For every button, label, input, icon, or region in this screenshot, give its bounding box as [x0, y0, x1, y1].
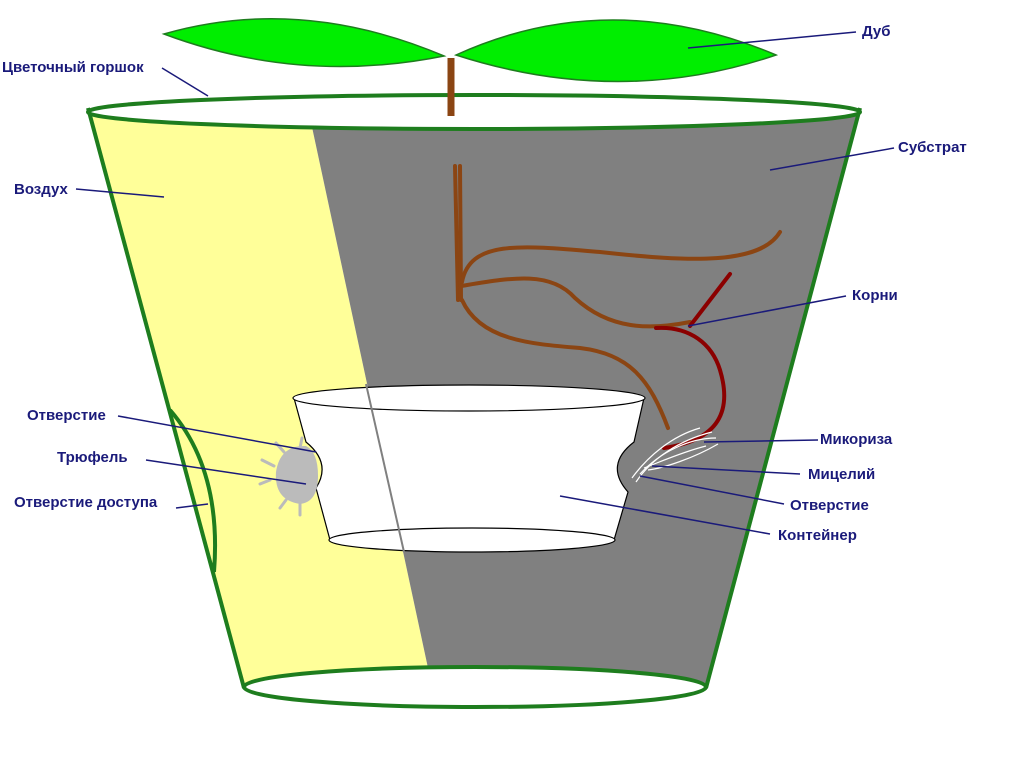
label-container: Контейнер: [778, 527, 857, 544]
mycelium: [631, 427, 719, 483]
pot-rim: [86, 93, 862, 131]
truffle-body: [275, 445, 318, 504]
mycorrhizal-root: [654, 272, 732, 450]
label-mycelium: Мицелий: [808, 466, 875, 483]
label-flower-pot: Цветочный горшок: [2, 59, 144, 76]
pot-bottom: [242, 665, 708, 709]
pot-left-wall: [86, 107, 246, 689]
truffle: [258, 436, 304, 517]
oak-roots: [453, 164, 782, 430]
leader-lines: [75, 31, 895, 535]
label-hole-left: Отверстие: [27, 407, 106, 424]
label-substrate: Субстрат: [898, 139, 967, 156]
oak-leaf-left: [161, 18, 447, 68]
label-access-hole: Отверстие доступа: [14, 494, 158, 511]
label-air: Воздух: [14, 181, 68, 198]
access-hole: [168, 408, 218, 573]
label-hole-right: Отверстие: [790, 497, 869, 514]
pot-right-wall: [704, 107, 862, 689]
label-truffle: Трюфель: [57, 449, 128, 466]
label-roots: Корни: [852, 287, 898, 304]
air-substrate-boundary: [365, 383, 405, 553]
label-mycorrhiza: Микориза: [820, 431, 893, 448]
container: [292, 384, 646, 553]
oak-leaf-right: [453, 19, 779, 83]
label-oak: Дуб: [862, 23, 890, 40]
